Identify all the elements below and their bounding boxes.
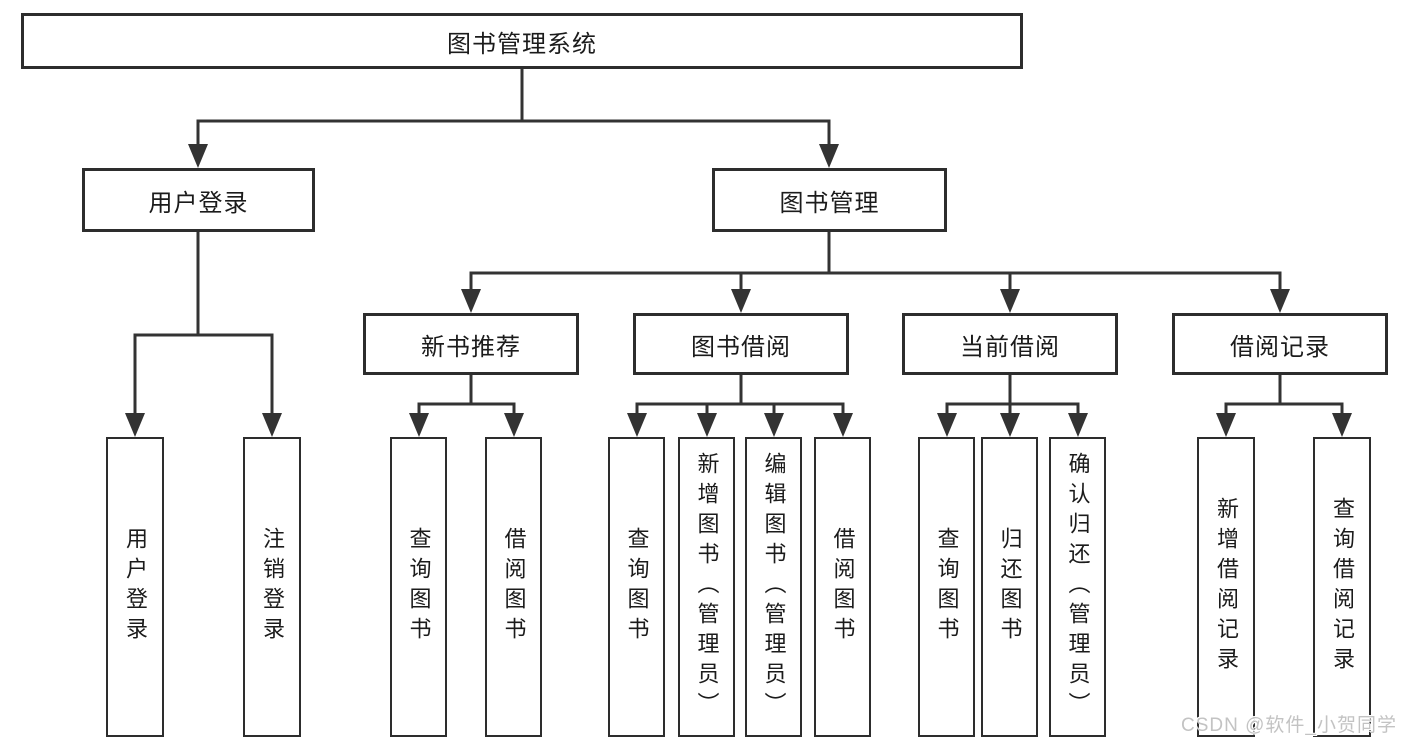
- leaf-edit-books-admin: 编辑图书（管理员）: [745, 437, 802, 737]
- node-borrow-records-label: 借阅记录: [1230, 333, 1330, 361]
- node-root-label: 图书管理系统: [447, 30, 597, 58]
- csdn-watermark: CSDN @软件_小贺同学: [1181, 715, 1397, 736]
- leaf-borrow-books-label: 借阅图书: [830, 527, 856, 647]
- leaf-add-borrow-record: 新增借阅记录: [1197, 437, 1255, 737]
- leaf-confirm-return-admin: 确认归还（管理员）: [1049, 437, 1106, 737]
- node-borrow-records: 借阅记录: [1172, 313, 1388, 375]
- leaf-borrow-books-recommend: 借阅图书: [485, 437, 542, 737]
- leaf-borrow-books-recommend-label: 借阅图书: [501, 527, 527, 647]
- node-book-borrow: 图书借阅: [633, 313, 849, 375]
- leaf-user-login: 用户登录: [106, 437, 164, 737]
- leaf-add-books-admin: 新增图书（管理员）: [678, 437, 735, 737]
- node-new-book-recommend: 新书推荐: [363, 313, 579, 375]
- leaf-return-books: 归还图书: [981, 437, 1038, 737]
- leaf-return-books-label: 归还图书: [997, 527, 1023, 647]
- leaf-query-books-recommend: 查询图书: [390, 437, 447, 737]
- leaf-user-login-label: 用户登录: [123, 527, 148, 647]
- node-book-management-label: 图书管理: [779, 189, 880, 217]
- node-current-borrow-label: 当前借阅: [960, 333, 1060, 361]
- leaf-add-borrow-record-label: 新增借阅记录: [1214, 497, 1239, 677]
- leaf-edit-books-admin-label: 编辑图书（管理员）: [761, 452, 787, 722]
- node-user-login-label: 用户登录: [148, 189, 249, 217]
- leaf-query-borrow-record: 查询借阅记录: [1313, 437, 1371, 737]
- leaf-add-books-admin-label: 新增图书（管理员）: [694, 452, 720, 722]
- leaf-query-books-recommend-label: 查询图书: [406, 527, 432, 647]
- node-book-borrow-label: 图书借阅: [691, 333, 791, 361]
- node-book-management: 图书管理: [712, 168, 947, 232]
- leaf-query-borrow-record-label: 查询借阅记录: [1330, 497, 1355, 677]
- leaf-borrow-books: 借阅图书: [814, 437, 871, 737]
- leaf-query-books-current-label: 查询图书: [934, 527, 960, 647]
- leaf-logout-label: 注销登录: [260, 527, 285, 647]
- leaf-query-books-borrow: 查询图书: [608, 437, 665, 737]
- node-user-login: 用户登录: [82, 168, 315, 232]
- node-root: 图书管理系统: [21, 13, 1023, 69]
- leaf-confirm-return-admin-label: 确认归还（管理员）: [1065, 452, 1091, 722]
- node-new-book-recommend-label: 新书推荐: [421, 333, 521, 361]
- node-current-borrow: 当前借阅: [902, 313, 1118, 375]
- leaf-query-books-borrow-label: 查询图书: [624, 527, 650, 647]
- leaf-query-books-current: 查询图书: [918, 437, 975, 737]
- leaf-logout: 注销登录: [243, 437, 301, 737]
